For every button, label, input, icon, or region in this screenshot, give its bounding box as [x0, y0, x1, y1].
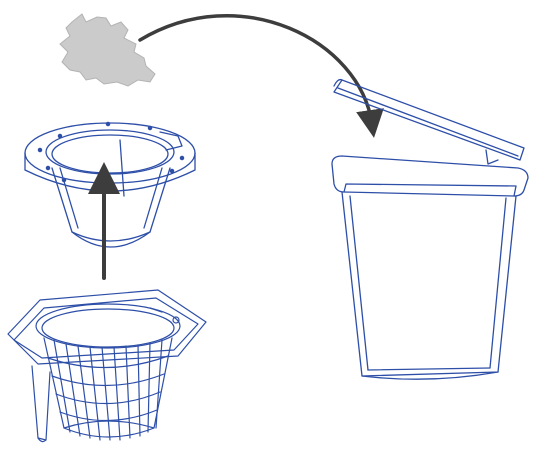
- basket-icon: [7, 289, 207, 443]
- trash-bin-icon: [331, 78, 529, 380]
- coffee-grounds-icon: [59, 13, 156, 87]
- curved-arrow-icon: [138, 14, 384, 138]
- filter-cone-icon: [24, 121, 196, 248]
